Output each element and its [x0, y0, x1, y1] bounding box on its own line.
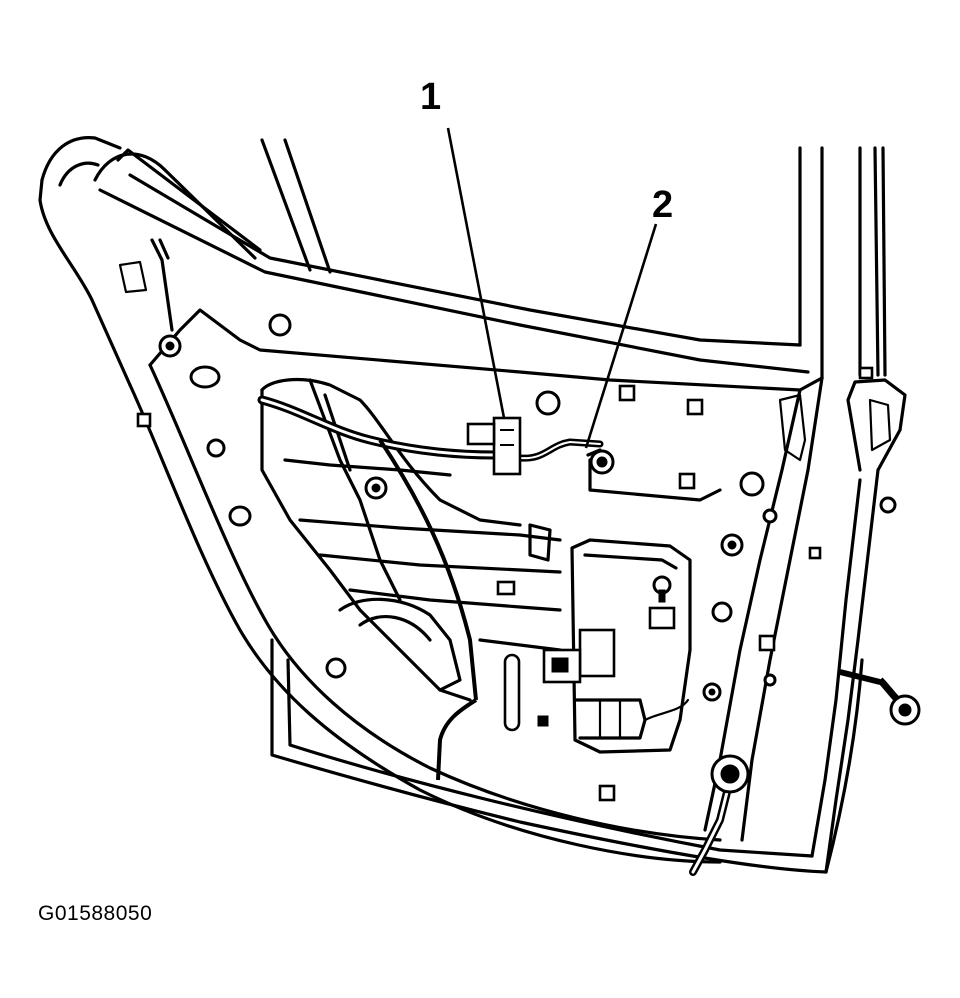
mounting-holes [158, 313, 921, 794]
clip-holes [136, 366, 874, 802]
door-frame [38, 136, 887, 387]
leader-lines [446, 127, 658, 449]
upper-rod [118, 238, 174, 332]
callout-label-2: 2 [652, 184, 674, 226]
lock-actuator [542, 538, 692, 754]
door-outer-skin [128, 363, 907, 874]
panel-slots [503, 653, 549, 732]
harness-retainer [589, 449, 615, 475]
figure-id-label: G01588050 [38, 902, 153, 925]
access-opening [260, 378, 562, 702]
harness-connector [466, 416, 522, 476]
callout-label-1: 1 [420, 76, 442, 118]
